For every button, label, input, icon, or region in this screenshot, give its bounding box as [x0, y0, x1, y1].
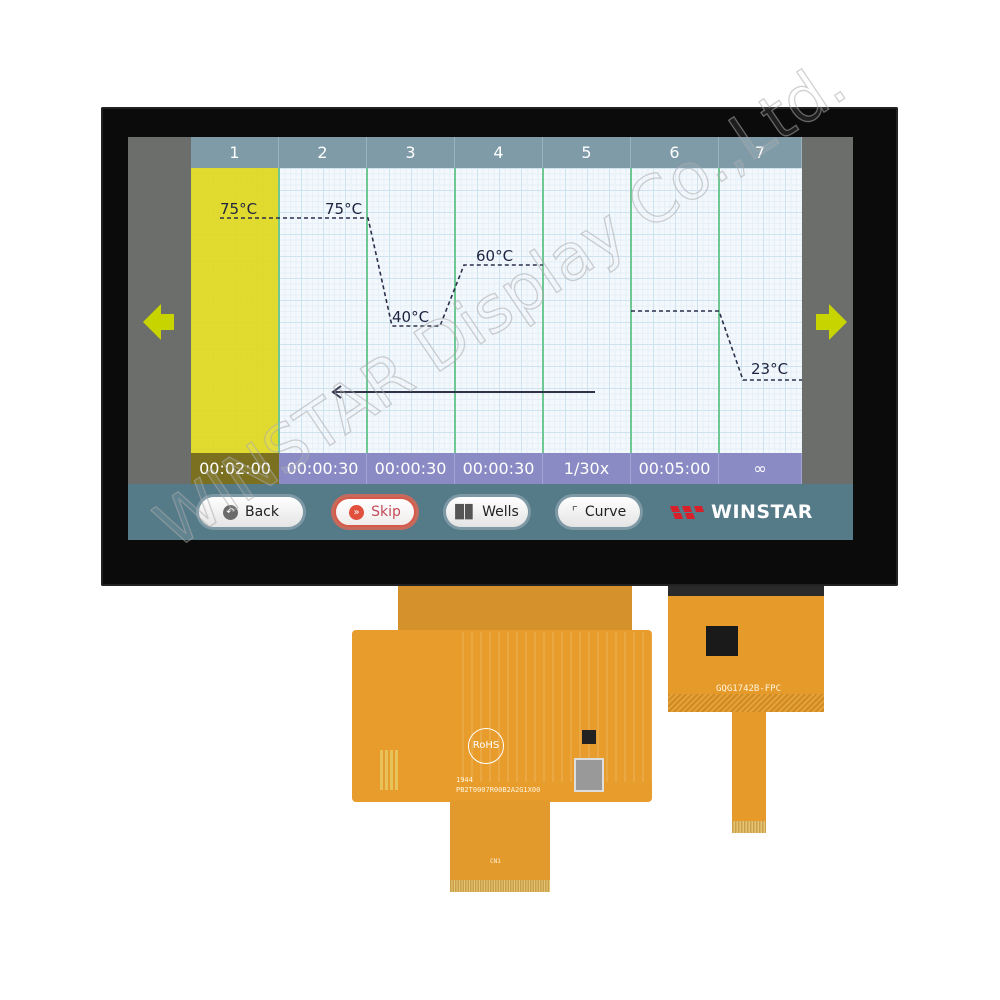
winstar-logo: WINSTAR [670, 498, 813, 526]
step-divider [542, 168, 544, 453]
step-time-3[interactable]: 00:00:30 [367, 453, 455, 484]
touch-fpc-contacts [732, 821, 766, 833]
rohs-mark: RoHS [468, 728, 504, 764]
temp-label: 75°C [325, 200, 362, 218]
step-divider [454, 168, 456, 453]
bar-chart-icon: ▉▊ [455, 504, 476, 520]
temp-label: 60°C [476, 247, 513, 265]
wells-button[interactable]: ▉▊ Wells [443, 494, 531, 530]
step-time-5[interactable]: 1/30x [543, 453, 631, 484]
temperature-profile: 75°C 75°C 40°C 60°C 23°C [143, 200, 847, 399]
temp-label: 40°C [392, 308, 429, 326]
chart-grid [191, 168, 802, 453]
step-time-7[interactable]: ∞ [719, 453, 802, 484]
lcd-fpc-neck [398, 586, 632, 636]
step-time-1[interactable]: 00:02:00 [191, 453, 279, 484]
temp-label: 75°C [220, 200, 257, 218]
temp-label: 23°C [751, 360, 788, 378]
date-code: 1944 [456, 776, 473, 784]
wells-label: Wells [482, 504, 519, 520]
back-arrow-icon: ↶ [223, 504, 238, 520]
active-step-highlight [191, 168, 279, 453]
lcd-fpc-tail: CN1 [450, 800, 550, 892]
touch-fpc-hatch [668, 694, 824, 712]
toolbar: ↶ Back » Skip ▉▊ Wells ⌜ Curve WINSTAR [128, 484, 853, 540]
touch-screen: 1 00:02:00 2 00:00:30 3 00:00:30 4 00:00:30 5 1/3… [128, 137, 853, 540]
step-header-3[interactable]: 3 [367, 137, 455, 168]
step-divider [366, 168, 368, 453]
back-label: Back [245, 504, 279, 520]
step-header-4[interactable]: 4 [455, 137, 543, 168]
lcd-fpc-part-number: PB2T0007R00B2A2G1X00 [456, 786, 541, 794]
touch-fpc-part-number: GQG1742B-FPC [716, 684, 782, 694]
skip-button[interactable]: » Skip [331, 494, 419, 530]
step-header-2[interactable]: 2 [279, 137, 367, 168]
inductor [574, 758, 604, 792]
time-arrow [331, 385, 595, 399]
step-header-6[interactable]: 6 [631, 137, 719, 168]
touch-fpc-tail [732, 712, 766, 833]
step-divider [278, 168, 280, 453]
skip-label: Skip [371, 504, 401, 520]
touch-fpc: GQG1742B-FPC [668, 586, 824, 712]
curve-label: Curve [584, 504, 627, 520]
step-time-2[interactable]: 00:00:30 [279, 453, 367, 484]
ic-chip [582, 730, 596, 744]
brand-name: WINSTAR [711, 501, 813, 523]
arrow-left-icon[interactable] [143, 304, 174, 340]
lcd-fpc-contacts [450, 880, 550, 892]
profile-line-segment-2 [631, 310, 802, 381]
step-header-1[interactable]: 1 [191, 137, 279, 168]
arrow-right-icon[interactable] [816, 304, 847, 340]
curve-icon: ⌜ [571, 504, 578, 520]
step-header-5[interactable]: 5 [543, 137, 631, 168]
curve-button[interactable]: ⌜ Curve [555, 494, 643, 530]
test-pads [380, 750, 398, 790]
winstar-logo-mark [670, 506, 704, 519]
back-button[interactable]: ↶ Back [196, 494, 306, 530]
step-time-6[interactable]: 00:05:00 [631, 453, 719, 484]
touch-controller-ic [706, 626, 738, 656]
profile-line-segment-1 [220, 217, 543, 327]
lcd-driver-pcb: RoHS 1944 PB2T0007R00B2A2G1X00 [352, 630, 652, 802]
step-time-4[interactable]: 00:00:30 [455, 453, 543, 484]
connector-label: CN1 [490, 858, 501, 865]
fast-forward-icon: » [349, 504, 365, 520]
step-header-7[interactable]: 7 [719, 137, 802, 168]
